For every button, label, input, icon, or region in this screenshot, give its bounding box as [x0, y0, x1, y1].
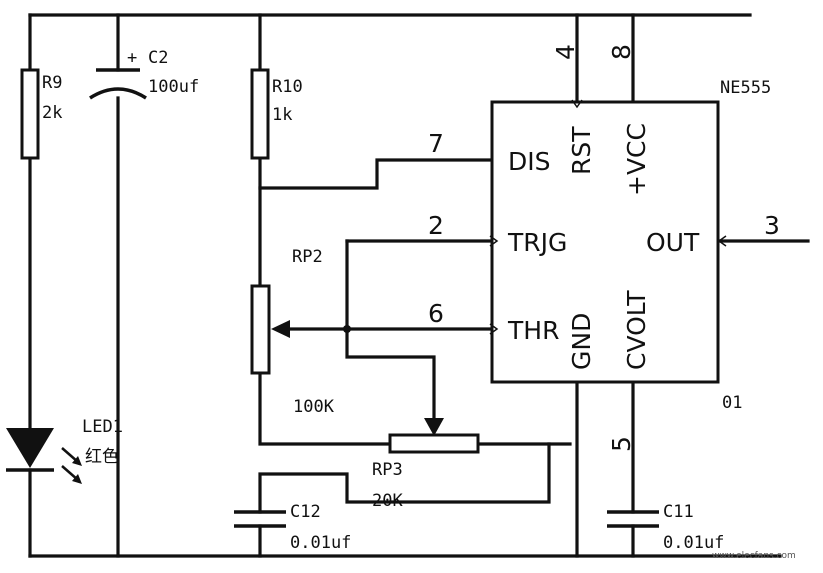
- watermark-text: www.elecfans.com: [712, 551, 796, 561]
- r9-resistor: [20, 68, 40, 160]
- pin-number-out: 3: [764, 211, 780, 240]
- rp2-ref-label: RP2: [292, 247, 323, 267]
- r9-ref-label: R9: [42, 73, 62, 93]
- c12-wire: [258, 442, 551, 558]
- led1-ref-label: LED1: [82, 417, 123, 437]
- c2-capacitor: [89, 68, 147, 100]
- c11-capacitor: [607, 510, 659, 528]
- pin-number-trig: 2: [428, 211, 444, 240]
- dis-wire: [258, 158, 494, 190]
- rp3-potentiometer: [388, 433, 480, 454]
- ic-unit-label: 01: [722, 393, 742, 413]
- rp3-wiper-arrow: [424, 418, 444, 436]
- led1-value-label: 红色: [85, 447, 119, 467]
- c12-capacitor: [234, 510, 286, 528]
- pin-number-thr: 6: [428, 299, 444, 328]
- pin-number-rst: 4: [551, 44, 580, 60]
- wires: [28, 13, 810, 558]
- led1-diode-icon: [6, 428, 82, 484]
- rp3-ref-label: RP3: [372, 460, 403, 480]
- rp2-wiper-arrow: [271, 320, 290, 338]
- pin-label-cvolt: CVOLT: [622, 290, 651, 370]
- rp2-value-label: 100K: [293, 397, 335, 417]
- pin-label-thr: THR: [507, 316, 559, 345]
- r10-ref-label: R10: [272, 77, 303, 97]
- pin-label-vcc: +VCC: [622, 123, 651, 196]
- junction-dot: [343, 325, 351, 333]
- c2-polarity-label: +: [127, 48, 137, 68]
- c2-ref-label: C2: [148, 48, 168, 68]
- c11-ref-label: C11: [663, 502, 694, 522]
- pin-label-out: OUT: [646, 228, 700, 257]
- c11-value-label: 0.01uf: [663, 533, 724, 553]
- ic-name-label: NE555: [720, 78, 771, 98]
- pin-number-cvolt: 5: [607, 436, 636, 452]
- pin-number-dis: 7: [428, 129, 444, 158]
- r9-value-label: 2k: [42, 103, 62, 123]
- rp2-potentiometer: [250, 284, 271, 375]
- r10-column-wire: [258, 13, 392, 446]
- rp3-value-label: 20K: [372, 491, 403, 511]
- pin-label-gnd: GND: [567, 313, 596, 370]
- trig-thr-link-wire: [345, 239, 436, 420]
- pin-number-vcc: 8: [607, 44, 636, 60]
- c12-ref-label: C12: [290, 502, 321, 522]
- pin-markers: [489, 99, 727, 335]
- ne555-body: [490, 100, 720, 384]
- pin-label-rst: RST: [567, 126, 596, 175]
- r10-resistor: [250, 68, 270, 160]
- pin-label-dis: DIS: [508, 147, 551, 176]
- c2-value-label: 100uf: [148, 77, 199, 97]
- c12-value-label: 0.01uf: [290, 533, 351, 553]
- r10-value-label: 1k: [272, 105, 292, 125]
- pin-label-trig: TRJG: [507, 228, 567, 257]
